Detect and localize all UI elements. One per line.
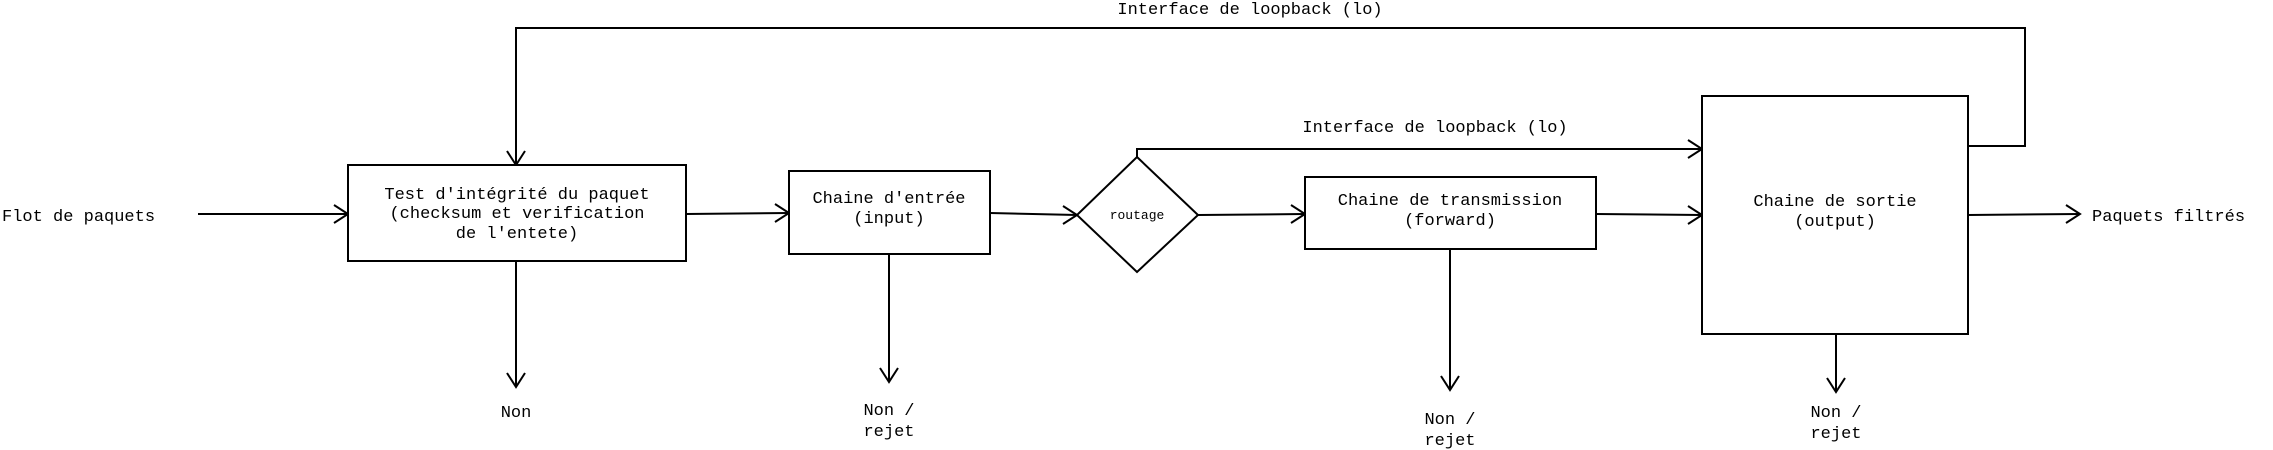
routing-label: routage [1110,208,1165,223]
input-chain-box: Chaine d'entrée (input) [788,170,991,255]
output-arrow [1967,204,2082,224]
forward-chain-line2: (forward) [1404,212,1496,231]
output-chain-box: Chaine de sortie (output) [1701,95,1969,335]
routing-to-forward-arrow [1197,204,1307,224]
integrity-reject-arrow [506,261,526,389]
forward-reject-label-line2: rejet [1424,432,1475,450]
output-chain-line2: (output) [1794,213,1876,232]
output-chain-line1: Chaine de sortie [1753,193,1916,212]
forward-chain-box: Chaine de transmission (forward) [1304,176,1597,250]
loopback-top-label: Interface de loopback (lo) [1117,1,1382,20]
integrity-check-box: Test d'intégrité du paquet (checksum et … [347,164,687,262]
forward-reject-label-line1: Non / [1424,411,1475,430]
input-reject-arrow [879,254,899,384]
forward-reject-arrow [1440,249,1460,392]
integrity-to-input-arrow [685,203,791,223]
input-chain-line2: (input) [853,210,924,229]
input-arrow [198,204,350,224]
loopback-mid-label: Interface de loopback (lo) [1302,119,1567,138]
output-label: Paquets filtrés [2092,208,2245,227]
forward-to-output-arrow [1595,205,1704,225]
loopback-mid-connector [1136,139,1704,159]
routing-diamond: routage [1075,155,1200,274]
input-chain-line1: Chaine d'entrée [812,190,965,209]
output-reject-label-line2: rejet [1810,425,1861,444]
output-reject-label-line1: Non / [1810,404,1861,423]
input-reject-label-line1: Non / [863,402,914,421]
integrity-check-line1: Test d'intégrité du paquet [384,186,649,205]
integrity-check-line2: (checksum et verification [389,205,644,224]
input-reject-label-line2: rejet [863,423,914,442]
input-label: Flot de paquets [2,208,155,227]
output-reject-arrow [1826,334,1846,394]
forward-chain-line1: Chaine de transmission [1338,192,1562,211]
input-to-routing-arrow [989,205,1079,225]
integrity-check-line3: de l'entete) [456,225,578,244]
integrity-reject-label: Non [501,404,532,423]
